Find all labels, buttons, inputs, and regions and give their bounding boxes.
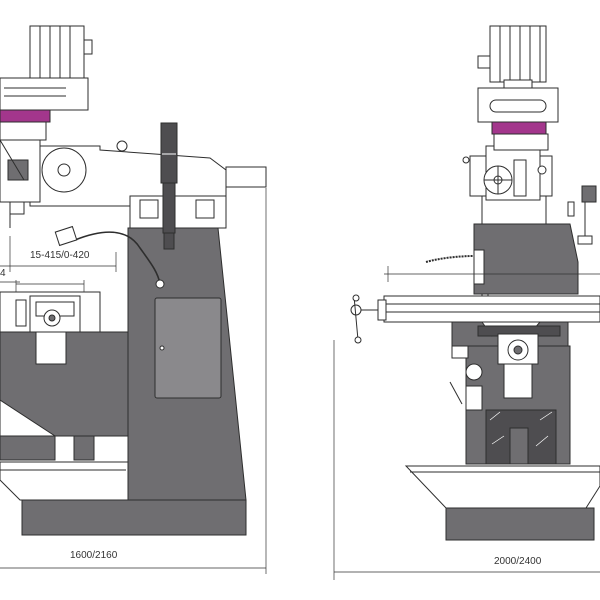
side-coolant-hose [74,231,161,285]
front-accent-band [491,121,547,135]
side-partial-label: 4 [0,268,6,279]
side-knee-slope [0,399,57,437]
side-motor [29,25,85,81]
side-coolant-nozzle-icon [54,225,78,247]
front-ram [481,195,547,225]
front-base [445,507,595,541]
front-view [333,25,600,580]
front-quill-housing [493,133,549,151]
side-dimensions [0,188,267,574]
side-accent-band [0,109,51,123]
front-power-cable [425,255,475,263]
door-lock-icon [159,345,165,351]
front-table [383,295,600,323]
front-motor [489,25,547,83]
side-coolant-tray [0,461,129,501]
front-total-label: 2000/2400 [494,556,542,567]
side-view [0,25,267,574]
side-travel-label: 15-415/0-420 [30,250,90,261]
side-belt-housing [0,77,89,111]
front-dimensions [333,266,600,580]
side-column-door [154,297,222,399]
side-base [21,499,247,536]
front-column [473,223,579,295]
front-coolant-tray [404,465,600,509]
side-power-feed [160,122,178,184]
side-total-label: 1600/2160 [70,550,118,561]
